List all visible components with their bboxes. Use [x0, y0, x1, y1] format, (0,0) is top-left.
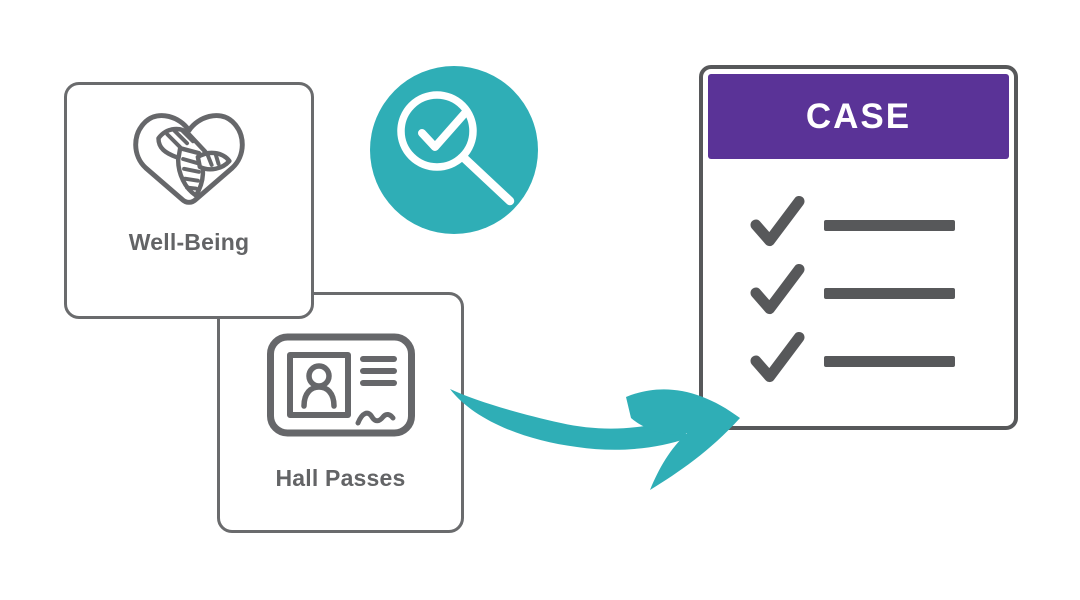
swoosh-arrow-icon: [450, 389, 740, 490]
case-checklist: [750, 195, 1014, 385]
magnifier-check-icon: [397, 91, 515, 206]
checklist-row: [750, 331, 1014, 385]
checkmark-icon: [750, 263, 805, 315]
hands-holding-heart-icon: [133, 113, 245, 205]
checklist-line: [824, 287, 955, 299]
checkmark-icon: [750, 195, 805, 247]
checklist-row: [750, 263, 1014, 317]
checkmark-icon: [750, 331, 805, 383]
magnifier-badge: [370, 66, 538, 234]
case-card: CASE: [699, 65, 1018, 430]
checklist-row: [750, 195, 1014, 249]
wellbeing-card: Well-Being: [64, 82, 314, 319]
checklist-line: [824, 355, 955, 367]
hallpasses-card: Hall Passes: [217, 292, 464, 533]
hallpasses-label: Hall Passes: [275, 465, 406, 491]
wellbeing-label: Well-Being: [128, 229, 250, 255]
checklist-line: [824, 219, 955, 231]
id-card-icon: [266, 333, 415, 437]
case-header: CASE: [708, 74, 1009, 159]
case-title: CASE: [805, 96, 912, 136]
